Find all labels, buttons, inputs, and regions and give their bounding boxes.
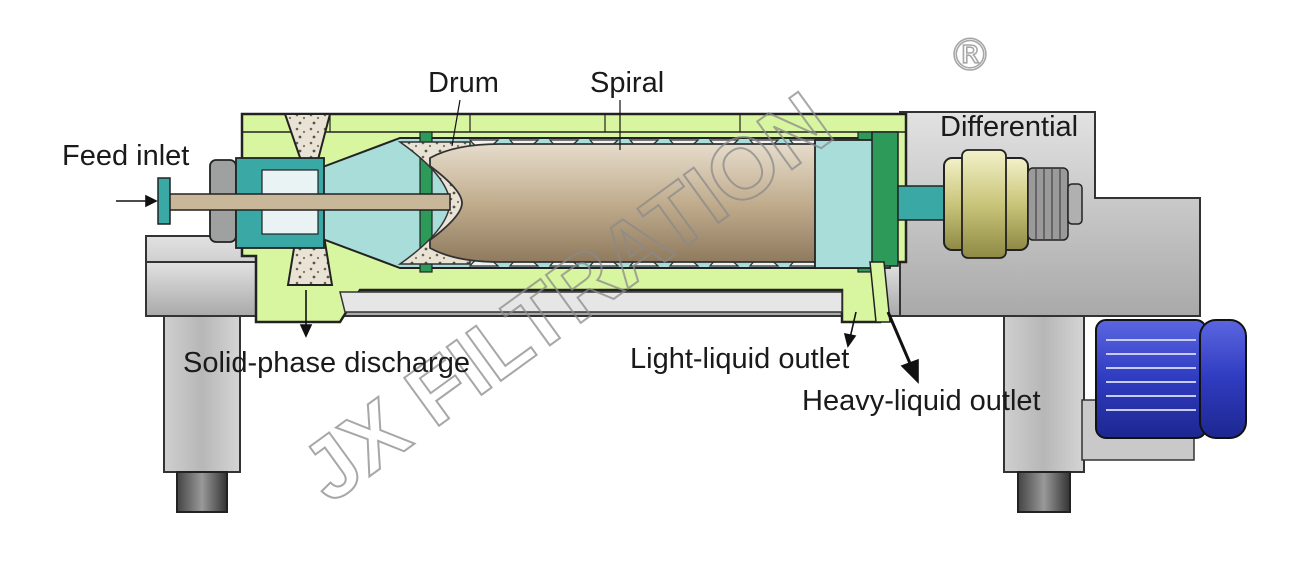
leg-right: [1003, 315, 1085, 473]
liquid-channel: [869, 261, 891, 323]
motor-body: [1095, 319, 1207, 439]
feed-nozzle: [157, 177, 171, 225]
screw-core: [429, 143, 841, 263]
foot-right: [1017, 471, 1071, 513]
feed-tube: [159, 193, 451, 211]
label-light-liquid-outlet: Light-liquid outlet: [630, 343, 849, 375]
label-drum: Drum: [428, 67, 499, 99]
label-differential: Differential: [940, 111, 1078, 143]
label-heavy-liquid-outlet: Heavy-liquid outlet: [802, 385, 1041, 417]
label-spiral: Spiral: [590, 67, 664, 99]
light-liquid-arrow: [843, 311, 857, 348]
feed-inlet-arrow: [116, 194, 158, 208]
motor-fins: [1106, 339, 1196, 411]
drum-leader: [451, 99, 461, 147]
housing-bottom-trough: [339, 291, 843, 313]
label-feed-inlet: Feed inlet: [62, 140, 189, 172]
motor: [1081, 319, 1247, 461]
feed-assembly: [157, 157, 451, 249]
differential-shaft: [897, 185, 949, 221]
labels: Drum Spiral Differential Feed inlet Soli…: [62, 67, 1078, 417]
leg-left: [163, 315, 241, 473]
pulley-grooves: [1035, 168, 1061, 240]
foot-left: [176, 471, 228, 513]
differential-end-cap: [1067, 183, 1083, 225]
motor-end-cap: [1199, 319, 1247, 439]
differential-flange: [961, 149, 1007, 259]
heavy-liquid-arrow: [886, 311, 919, 384]
label-solid-phase-discharge: Solid-phase discharge: [183, 347, 470, 379]
drive-end: [814, 131, 899, 323]
watermark-registered-mark: ®: [948, 30, 992, 81]
differential-pulley: [1027, 167, 1069, 241]
leader-arrows: [116, 99, 919, 384]
drive-seal: [871, 131, 899, 267]
differential-gearbox: [897, 149, 1083, 259]
solid-discharge-arrow: [299, 290, 313, 338]
